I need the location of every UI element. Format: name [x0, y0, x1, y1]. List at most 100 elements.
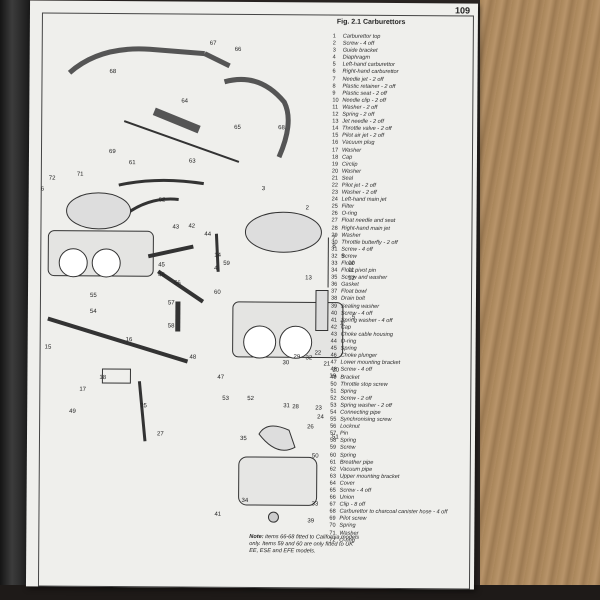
- callout-number: 57: [168, 300, 175, 306]
- legend-number: 41: [330, 317, 338, 324]
- legend-number: 37: [331, 288, 338, 295]
- legend-number: 18: [331, 154, 339, 161]
- legend-number: 24: [331, 196, 338, 203]
- legend-text: Spring: [340, 388, 357, 395]
- legend-number: 17: [331, 147, 339, 154]
- callout-number: 14: [214, 253, 221, 259]
- legend-number: 35: [331, 274, 338, 281]
- legend-text: Vacuum pipe: [339, 466, 373, 473]
- carburettor-top-shape: [244, 211, 322, 253]
- legend-text: Washer - 2 off: [341, 189, 377, 196]
- callout-number: 27: [157, 431, 164, 437]
- legend-text: Clip - 8 off: [339, 501, 366, 508]
- callout-number: 28: [292, 404, 299, 410]
- legend-text: Locknut: [340, 423, 360, 430]
- callout-number: 43: [172, 224, 179, 230]
- wood-table-background: [480, 0, 600, 600]
- callout-number: 19: [329, 374, 336, 380]
- legend-number: 43: [330, 331, 337, 338]
- legend-number: 58: [329, 437, 337, 444]
- legend-text: Jet needle - 2 off: [342, 118, 384, 126]
- legend-number: 62: [329, 466, 337, 473]
- cover-shape: [152, 107, 201, 134]
- callout-number: 32: [306, 355, 313, 361]
- legend-text: Left-hand main jet: [341, 196, 387, 204]
- legend-text: Drain bolt: [340, 296, 365, 303]
- legend-number: 7: [332, 76, 336, 83]
- callout-number: 1: [340, 321, 344, 327]
- legend-number: 2: [332, 40, 336, 47]
- callout-number: 54: [90, 309, 97, 315]
- figure-note: Note: items 66-68 fitted to California m…: [249, 534, 359, 556]
- float-bowl-shape: [238, 456, 318, 506]
- legend-text: Washer - 2 off: [342, 104, 378, 111]
- callout-number: 30: [283, 360, 290, 366]
- legend-number: 50: [330, 381, 337, 388]
- legend-number: 38: [330, 296, 338, 303]
- callout-number: 41: [214, 512, 221, 518]
- legend-number: 8: [332, 83, 336, 90]
- choke-plunger-shape: [214, 233, 220, 272]
- callout-number: 56: [174, 280, 181, 286]
- legend-number: 34: [331, 267, 338, 274]
- legend-text: Screw: [339, 445, 356, 452]
- legend-text: Left-hand carburettor: [342, 62, 395, 69]
- legend-number: 23: [331, 189, 338, 196]
- hose-shape: [223, 76, 291, 159]
- lower-bracket-shape: [47, 316, 189, 364]
- legend-text: Lower mounting bracket: [340, 359, 401, 367]
- callout-number: 42: [188, 224, 195, 230]
- legend-number: 46: [330, 352, 337, 359]
- legend-text: Throttle stop screw: [340, 381, 388, 388]
- callout-number: 23: [315, 405, 322, 411]
- legend-number: 69: [329, 515, 336, 522]
- throat-shape: [58, 248, 88, 278]
- legend-number: 67: [329, 501, 336, 508]
- legend-number: 48: [330, 366, 337, 373]
- legend-number: 1: [332, 33, 336, 40]
- legend-text: Spring: [340, 345, 357, 352]
- legend-text: Connecting pipe: [340, 409, 381, 416]
- legend-text: Spring: [339, 437, 357, 445]
- callout-number: 68: [278, 125, 285, 131]
- throttle-stop-screw-shape: [137, 381, 147, 442]
- callout-number: 21: [323, 362, 330, 368]
- legend-text: Float bowl: [341, 288, 367, 296]
- legend-number: 30: [331, 239, 338, 246]
- legend-number: 13: [332, 118, 339, 125]
- legend-number: 40: [330, 310, 338, 317]
- legend-text: Filter: [341, 203, 355, 210]
- callout-number: 66: [235, 47, 242, 53]
- legend-number: 39: [330, 303, 338, 310]
- figure-title: Fig. 2.1 Carburettors: [336, 18, 406, 27]
- legend-text: Carburettor to charcoal canister hose - …: [339, 508, 448, 516]
- callout-number: 33: [312, 501, 319, 507]
- legend-number: 20: [331, 168, 339, 175]
- callout-number: 5: [352, 315, 356, 321]
- carburettor-top-shape: [66, 192, 132, 230]
- legend-number: 61: [329, 459, 337, 466]
- legend-text: Screw - 4 off: [342, 40, 375, 47]
- callout-number: 8: [332, 244, 336, 250]
- legend-number: 56: [330, 423, 337, 430]
- legend-text: Cover: [339, 480, 355, 487]
- legend-number: 68: [329, 508, 336, 515]
- callout-number: 51: [332, 435, 339, 441]
- legend-number: 44: [330, 338, 337, 345]
- legend-number: 21: [331, 175, 339, 182]
- callout-number: 3: [262, 186, 266, 192]
- background-left-edge: [0, 0, 30, 600]
- legend-text: Needle clip - 2 off: [342, 97, 386, 104]
- legend-text: Plastic retainer - 2 off: [342, 83, 396, 90]
- legend-text: Spring washer - 4 off: [340, 317, 393, 324]
- callout-number: 7: [332, 236, 336, 242]
- callout-number: 11: [348, 268, 355, 274]
- callout-number: 12: [348, 276, 355, 282]
- legend-number: 6: [332, 69, 336, 76]
- legend-number: 12: [332, 111, 339, 118]
- callout-number: 18: [99, 375, 106, 381]
- legend-number: 9: [332, 90, 336, 97]
- legend-number: 66: [329, 494, 336, 501]
- callout-number: 49: [69, 409, 76, 415]
